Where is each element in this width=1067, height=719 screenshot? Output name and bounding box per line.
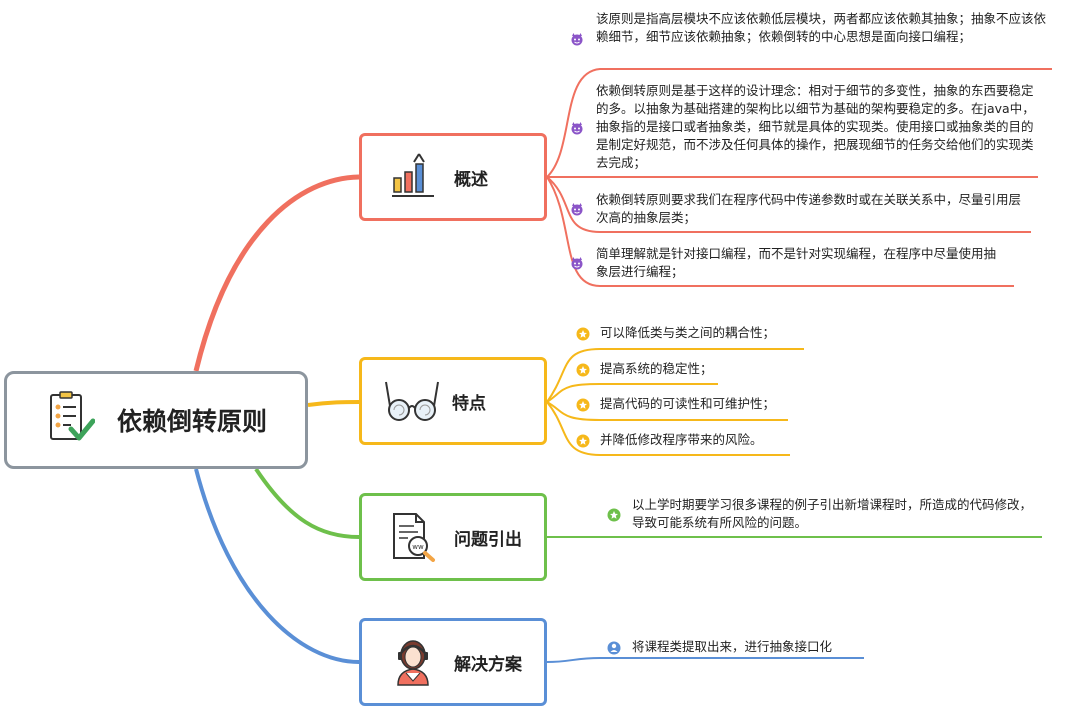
feature-item: 并降低修改程序带来的风险。 bbox=[600, 432, 763, 447]
star-icon bbox=[576, 362, 590, 381]
topic-label: 问题引出 bbox=[454, 529, 522, 550]
checklist-icon bbox=[49, 391, 96, 449]
connector-overview-1 bbox=[546, 68, 1052, 178]
user-icon bbox=[607, 640, 621, 659]
connector-problem bbox=[254, 467, 360, 539]
star-icon bbox=[576, 433, 590, 452]
document-search-icon: ww bbox=[390, 512, 436, 562]
topic-label: 概述 bbox=[454, 169, 488, 190]
overview-item: 该原则是指高层模块不应该依赖低层模块，两者都应该依赖其抽象；抽象不应该依赖细节，… bbox=[596, 11, 1047, 44]
solution-item: 将课程类提取出来，进行抽象接口化 bbox=[632, 639, 833, 654]
devil-emoji-icon bbox=[570, 255, 584, 274]
topic-overview[interactable]: 概述 bbox=[359, 133, 547, 221]
connector-feature-1 bbox=[546, 348, 804, 403]
topic-label: 特点 bbox=[452, 393, 486, 414]
connector-overview-4 bbox=[546, 176, 1014, 287]
bar-chart-icon bbox=[390, 152, 436, 202]
connector-solution bbox=[194, 468, 360, 664]
glasses-icon bbox=[384, 376, 440, 426]
connector-overview-3 bbox=[546, 176, 1031, 233]
topic-solution[interactable]: 解决方案 bbox=[359, 618, 547, 706]
overview-item: 依赖倒转原则要求我们在程序代码中传递参数时或在关联关系中，尽量引用层次高的抽象层… bbox=[596, 192, 1022, 225]
connector-feature bbox=[307, 400, 360, 407]
svg-text:ww: ww bbox=[412, 543, 424, 551]
star-icon bbox=[607, 507, 621, 526]
star-icon bbox=[576, 326, 590, 345]
topic-label: 解决方案 bbox=[454, 654, 522, 675]
feature-item: 提高代码的可读性和可维护性； bbox=[600, 396, 776, 411]
overview-item: 简单理解就是针对接口编程，而不是针对实现编程，在程序中尽量使用抽象层进行编程； bbox=[596, 246, 997, 279]
connector-overview bbox=[193, 174, 360, 372]
devil-emoji-icon bbox=[570, 201, 584, 220]
root-node[interactable]: 依赖倒转原则 bbox=[4, 371, 308, 469]
devil-emoji-icon bbox=[570, 31, 584, 50]
topic-feature[interactable]: 特点 bbox=[359, 357, 547, 445]
star-icon bbox=[576, 397, 590, 416]
overview-item: 依赖倒转原则是基于这样的设计理念：相对于细节的多变性，抽象的东西要稳定的多。以抽… bbox=[596, 83, 1035, 170]
connector-feature-2 bbox=[546, 383, 718, 403]
connector-solution-1 bbox=[546, 657, 864, 663]
root-title: 依赖倒转原则 bbox=[117, 407, 268, 436]
devil-emoji-icon bbox=[570, 120, 584, 139]
problem-item: 以上学时期要学习很多课程的例子引出新增课程时，所造成的代码修改，导致可能系统有所… bbox=[632, 497, 1033, 530]
support-agent-icon bbox=[390, 637, 436, 687]
feature-item: 可以降低类与类之间的耦合性； bbox=[600, 325, 776, 340]
feature-item: 提高系统的稳定性； bbox=[600, 361, 713, 376]
connector-feature-3 bbox=[546, 401, 788, 421]
connector-feature-4 bbox=[546, 401, 790, 456]
topic-problem[interactable]: ww 问题引出 bbox=[359, 493, 547, 581]
